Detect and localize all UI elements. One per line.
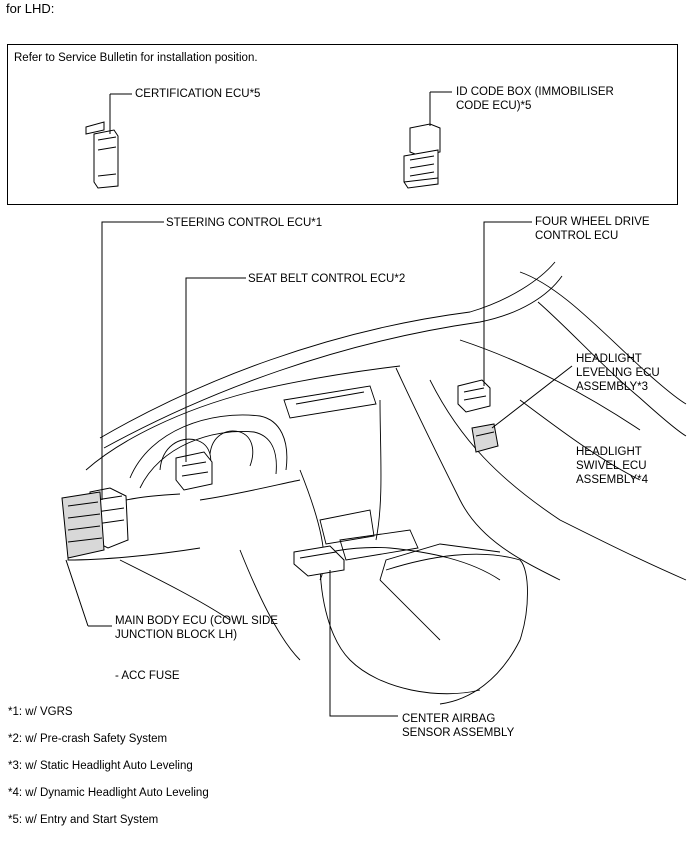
headlight-swivel-ecu-label-line2: SWIVEL ECU <box>576 460 647 472</box>
center-airbag-sensor-label-line1: CENTER AIRBAG <box>402 713 496 725</box>
page-header: for LHD: <box>6 1 55 16</box>
four-wheel-drive-ecu-label-line1: FOUR WHEEL DRIVE <box>535 216 650 228</box>
footnote-2: *2: w/ Pre-crash Safety System <box>8 733 168 745</box>
center-airbag-sensor-part <box>293 545 345 577</box>
headlight-leveling-ecu-label-line1: HEADLIGHT <box>576 353 642 365</box>
id-code-box-label-line2: CODE ECU)*5 <box>456 100 532 112</box>
headlight-swivel-ecu-label-line1: HEADLIGHT <box>576 446 642 458</box>
service-bulletin-note: Refer to Service Bulletin for installati… <box>14 52 258 64</box>
id-code-box-label-line1: ID CODE BOX (IMMOBILISER <box>456 86 614 98</box>
four-wheel-drive-control-ecu-part <box>457 379 491 413</box>
four-wheel-drive-ecu-label-line2: CONTROL ECU <box>535 230 619 242</box>
id-code-box-part <box>403 91 452 189</box>
acc-fuse-label: - ACC FUSE <box>115 670 180 682</box>
footnote-1: *1: w/ VGRS <box>8 706 73 718</box>
seat-belt-control-ecu-part <box>175 451 213 491</box>
certification-ecu-part <box>85 93 132 189</box>
footnote-3: *3: w/ Static Headlight Auto Leveling <box>8 760 193 772</box>
leader-lines <box>65 221 573 717</box>
footnote-4: *4: w/ Dynamic Headlight Auto Leveling <box>8 787 209 799</box>
seat-belt-control-ecu-label: SEAT BELT CONTROL ECU*2 <box>248 273 406 285</box>
headlight-leveling-ecu-part <box>471 423 499 453</box>
headlight-leveling-ecu-label-line3: ASSEMBLY*3 <box>576 381 649 393</box>
main-body-ecu-part <box>61 491 105 559</box>
headlight-swivel-ecu-label-line3: ASSEMBLY*4 <box>576 474 649 486</box>
center-airbag-sensor-label-line2: SENSOR ASSEMBLY <box>402 727 515 739</box>
certification-ecu-label: CERTIFICATION ECU*5 <box>135 88 261 100</box>
service-bulletin-box <box>7 44 678 205</box>
headlight-leveling-ecu-label-line2: LEVELING ECU <box>576 367 660 379</box>
main-body-ecu-label-line2: JUNCTION BLOCK LH) <box>115 629 238 641</box>
steering-control-ecu-label: STEERING CONTROL ECU*1 <box>166 217 323 229</box>
footnote-5: *5: w/ Entry and Start System <box>8 814 159 826</box>
main-body-ecu-label-line1: MAIN BODY ECU (COWL SIDE <box>115 615 278 627</box>
